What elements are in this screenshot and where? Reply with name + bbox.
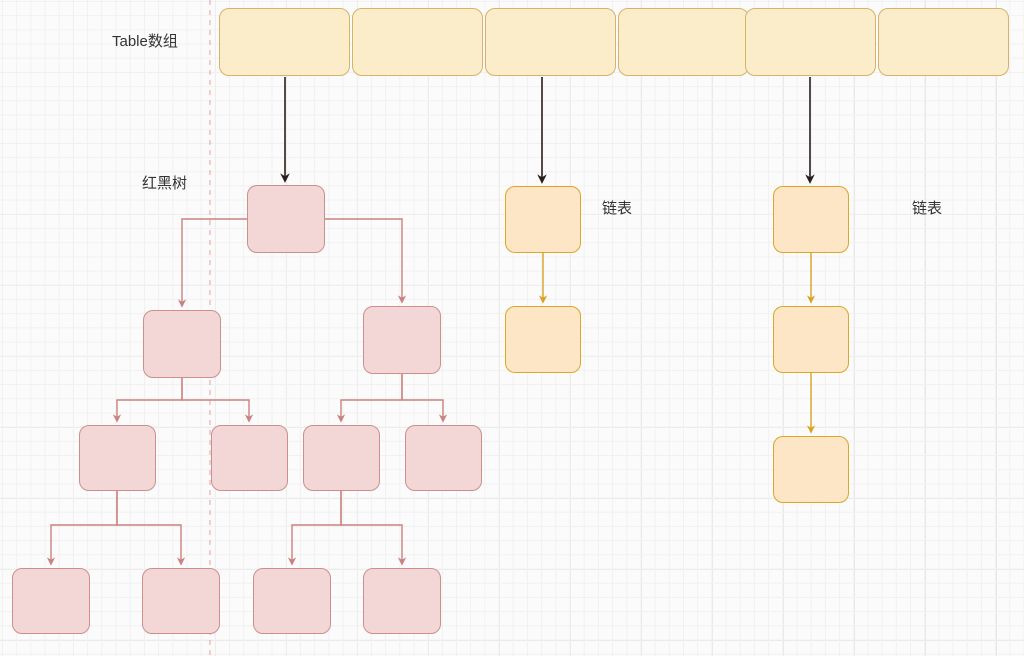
list1-node-1[interactable]: [505, 306, 581, 373]
tree-leaf-4[interactable]: [363, 568, 441, 634]
list1-node-0[interactable]: [505, 186, 581, 253]
list2-node-2[interactable]: [773, 436, 849, 503]
list2-node-0[interactable]: [773, 186, 849, 253]
tree-edge-nl-nll: [112, 378, 183, 423]
tree-edge-nr-nrr: [401, 374, 448, 423]
tree-node-right-right[interactable]: [405, 425, 482, 491]
tree-edge-nrl-nrll: [287, 491, 342, 566]
array-cell-5[interactable]: [878, 8, 1009, 76]
array-cell-1[interactable]: [352, 8, 483, 76]
tree-node-left-right[interactable]: [211, 425, 288, 491]
tree-node-right[interactable]: [363, 306, 441, 374]
array-cell-3[interactable]: [618, 8, 749, 76]
tree-leaf-1[interactable]: [12, 568, 90, 634]
linked-list-1-label: 链表: [602, 200, 633, 217]
tree-edge-nll-nllr: [116, 491, 186, 566]
tree-node-left-left[interactable]: [79, 425, 156, 491]
tree-edge-nr-nrl: [336, 374, 403, 423]
red-black-tree-label: 红黑树: [142, 175, 188, 192]
list2-node-1[interactable]: [773, 306, 849, 373]
tree-leaf-2[interactable]: [142, 568, 220, 634]
tree-node-left[interactable]: [143, 310, 221, 378]
array-cell-0[interactable]: [219, 8, 350, 76]
array-cell-2[interactable]: [485, 8, 616, 76]
tree-edge-nl-nlr: [181, 378, 254, 423]
tree-node-right-left[interactable]: [303, 425, 380, 491]
tree-edge-nrl-nrlr: [340, 491, 407, 566]
table-array-label: Table数组: [112, 33, 178, 50]
linked-list-2-label: 链表: [912, 200, 943, 217]
tree-node-root[interactable]: [247, 185, 325, 253]
tree-leaf-3[interactable]: [253, 568, 331, 634]
array-cell-4[interactable]: [745, 8, 876, 76]
tree-edge-nll-nlll: [46, 491, 118, 566]
